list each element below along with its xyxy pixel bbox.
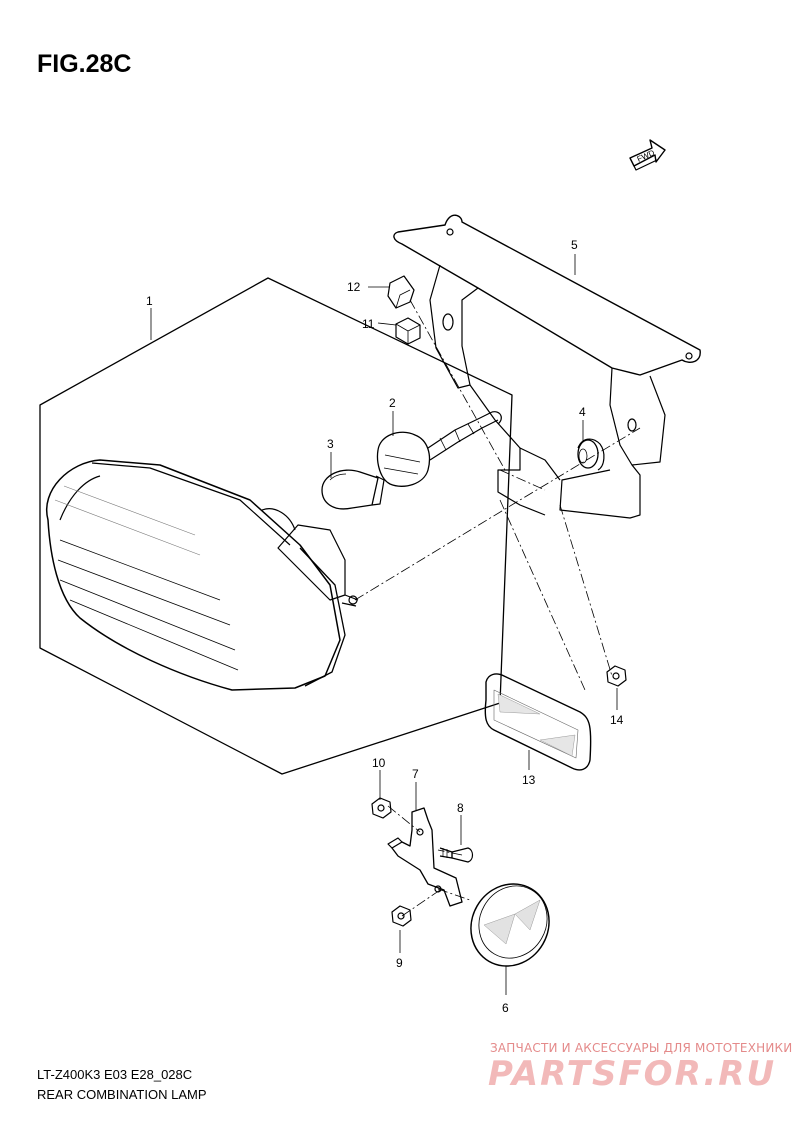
callout-label: 14 (610, 713, 624, 727)
mounting-bracket (393, 214, 701, 519)
grommet (577, 438, 605, 471)
screw (439, 847, 474, 863)
rear-reflector (484, 673, 592, 771)
callout-labels: 1 2 3 4 5 6 7 8 9 10 11 12 13 14 (146, 238, 624, 1015)
callout-label: 11 (362, 317, 375, 331)
side-reflector (470, 883, 550, 967)
callout-label: 9 (396, 956, 403, 970)
callout-label: 5 (571, 238, 578, 252)
spacer-block (395, 317, 421, 345)
callout-label: 1 (146, 294, 153, 308)
watermark-tagline: ЗАПЧАСТИ И АКСЕССУАРЫ ДЛЯ МОТОТЕХНИКИ (490, 1041, 793, 1055)
callout-label: 4 (579, 405, 586, 419)
nut (371, 797, 392, 819)
forward-arrow-icon: FWD (629, 139, 666, 171)
reflector-bracket (387, 807, 463, 907)
leader-lines (150, 254, 618, 995)
callout-label: 3 (327, 437, 334, 451)
callout-label: 10 (372, 756, 386, 770)
nut (606, 665, 627, 687)
callout-label: 7 (412, 767, 419, 781)
assembly-name: REAR COMBINATION LAMP (37, 1087, 207, 1102)
callout-label: 6 (502, 1001, 509, 1015)
center-lines (354, 299, 641, 917)
callout-label: 12 (347, 280, 361, 294)
bulb (321, 469, 385, 510)
figure-title: FIG.28C (37, 50, 132, 78)
nut (391, 905, 412, 927)
callout-label: 8 (457, 801, 464, 815)
watermark-logo: PARTSFOR.RU (488, 1054, 777, 1094)
cushion-pad (387, 275, 415, 309)
callout-label: 2 (389, 396, 396, 410)
lamp-housing (45, 459, 359, 691)
assembly-outline (39, 277, 513, 775)
model-code: LT-Z400K3 E03 E28_028C (37, 1067, 193, 1082)
callout-label: 13 (522, 773, 536, 787)
bulb-socket (376, 411, 502, 487)
